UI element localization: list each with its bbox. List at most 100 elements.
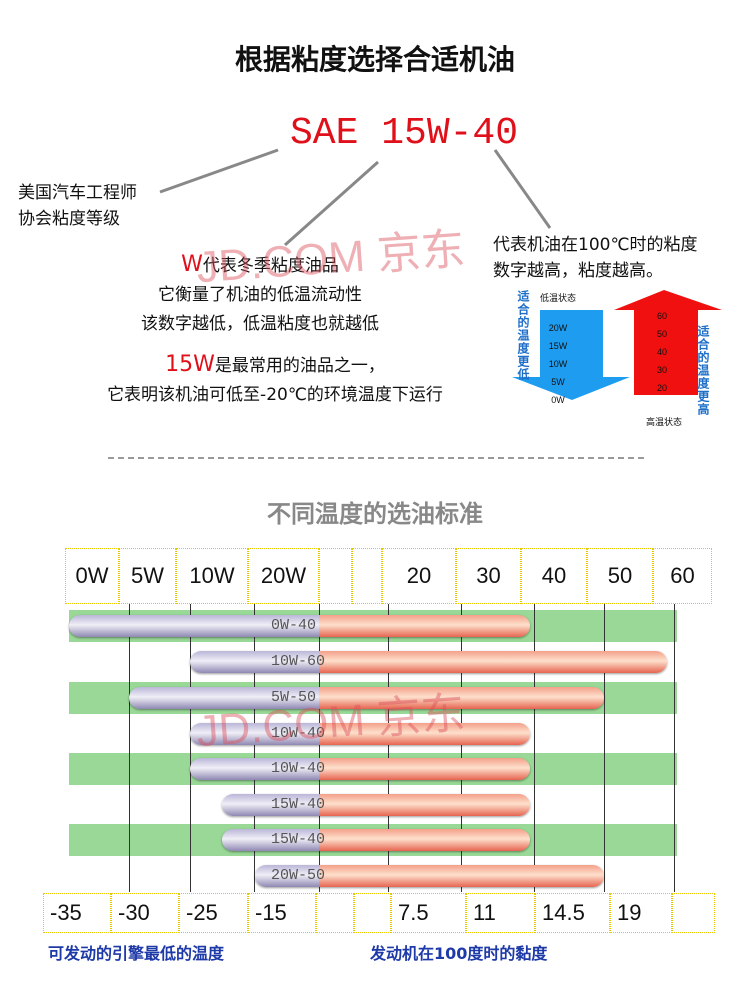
high-grade-value: 30 bbox=[656, 365, 667, 375]
higher-temp-side: 适合的温度更高 bbox=[696, 325, 710, 416]
temperature-cell: -35 bbox=[43, 893, 111, 933]
header-cell: 30 bbox=[456, 548, 521, 604]
grid-line bbox=[190, 604, 191, 892]
footer-right-label: 发动机在100度时的黏度 bbox=[370, 944, 548, 963]
header-cell: 20W bbox=[248, 548, 319, 604]
viscosity-note: 代表机油在100℃时的粘度 数字越高，粘度越高。 bbox=[493, 232, 698, 284]
grid-line bbox=[319, 604, 320, 892]
lower-temp-side: 适合的温度更低 bbox=[516, 290, 530, 381]
oil-grade-label: 10W-40 bbox=[271, 725, 326, 742]
grid-line bbox=[254, 604, 255, 892]
winter-segment bbox=[190, 651, 319, 673]
note-line: 代表机油在100℃时的粘度 bbox=[493, 235, 698, 255]
hot-segment bbox=[319, 723, 530, 745]
oil-grade-bar: 10W-40 bbox=[190, 758, 530, 780]
divider bbox=[108, 457, 644, 459]
header-cell bbox=[319, 548, 352, 604]
high-temp-label: 高温状态 bbox=[646, 418, 683, 428]
oil-grade-bar: 10W-40 bbox=[190, 723, 530, 745]
pointer-lines bbox=[159, 148, 552, 247]
oil-grade-bar: 0W-40 bbox=[69, 615, 530, 637]
temperature-cell: -15 bbox=[248, 893, 316, 933]
hot-segment bbox=[319, 865, 604, 887]
grid-line bbox=[129, 604, 130, 892]
15w-highlight: 15W bbox=[165, 352, 215, 377]
low-grade-value: 5W bbox=[551, 377, 565, 387]
temperature-cell: 14.5 bbox=[535, 893, 610, 933]
temperature-cell: 7.5 bbox=[391, 893, 466, 933]
winter-segment bbox=[69, 615, 319, 637]
temperature-cell: -30 bbox=[111, 893, 179, 933]
note-line: 美国汽车工程师 bbox=[18, 183, 137, 203]
grid-line bbox=[534, 604, 535, 892]
down-arrow-icon bbox=[512, 310, 630, 400]
note-line: 代表冬季粘度油品 bbox=[202, 256, 339, 276]
oil-grade-bar: 20W-50 bbox=[255, 865, 604, 887]
page-title: 根据粘度选择合适机油 bbox=[234, 43, 515, 76]
hot-segment bbox=[319, 687, 604, 709]
oil-grade-label: 5W-50 bbox=[271, 689, 317, 706]
header-cell: 40 bbox=[521, 548, 587, 604]
up-arrow-icon bbox=[614, 290, 722, 395]
temperature-cell: -25 bbox=[179, 893, 248, 933]
low-grade-value: 15W bbox=[548, 341, 568, 351]
winter-segment bbox=[190, 758, 319, 780]
oil-grade-label: 0W-40 bbox=[271, 617, 317, 634]
note-line: 协会粘度等级 bbox=[18, 209, 120, 229]
viscosity-arrows bbox=[512, 290, 722, 400]
high-grade-value: 50 bbox=[656, 329, 667, 339]
header-cell: 0W bbox=[65, 548, 119, 604]
oil-grade-label: 15W-40 bbox=[271, 831, 326, 848]
low-temp-label: 低温状态 bbox=[540, 294, 577, 304]
w-note: W代表冬季粘度油品 它衡量了机油的低温流动性 该数字越低，低温粘度也就越低 bbox=[60, 250, 460, 339]
oil-grade-label: 20W-50 bbox=[271, 867, 326, 884]
sae-note: 美国汽车工程师 协会粘度等级 bbox=[18, 180, 137, 232]
header-cell: 5W bbox=[119, 548, 176, 604]
sae-grade: SAE 15W-40 bbox=[290, 112, 519, 155]
header-cell: 60 bbox=[653, 548, 712, 604]
note-line: 它衡量了机油的低温流动性 bbox=[158, 285, 362, 305]
w-highlight: W bbox=[181, 252, 203, 277]
low-grade-value: 20W bbox=[548, 323, 568, 333]
grid-line bbox=[674, 604, 675, 892]
header-cell: 20 bbox=[382, 548, 456, 604]
hot-segment bbox=[319, 794, 530, 816]
oil-grade-label: 10W-40 bbox=[271, 760, 326, 777]
note-line: 该数字越低，低温粘度也就越低 bbox=[141, 314, 379, 334]
note-line: 数字越高，粘度越高。 bbox=[493, 261, 663, 281]
winter-segment bbox=[129, 687, 319, 709]
winter-segment bbox=[190, 723, 319, 745]
header-cell: 50 bbox=[587, 548, 653, 604]
15w-note: 15W是最常用的油品之一， 它表明该机油可低至-20℃的环境温度下运行 bbox=[40, 350, 510, 410]
winter-segment bbox=[255, 865, 319, 887]
hot-segment bbox=[319, 615, 530, 637]
oil-grade-bar: 5W-50 bbox=[129, 687, 604, 709]
oil-grade-label: 10W-60 bbox=[271, 653, 326, 670]
oil-grade-bar: 15W-40 bbox=[222, 794, 530, 816]
temperature-cell bbox=[672, 893, 715, 933]
oil-grade-label: 15W-40 bbox=[271, 796, 326, 813]
hot-segment bbox=[319, 651, 667, 673]
oil-grade-bar: 15W-40 bbox=[222, 829, 530, 851]
hot-segment bbox=[319, 758, 530, 780]
header-cell bbox=[352, 548, 382, 604]
winter-segment bbox=[222, 829, 319, 851]
low-grade-value: 0W bbox=[551, 395, 565, 405]
oil-grade-bar: 10W-60 bbox=[190, 651, 667, 673]
header-cell: 10W bbox=[176, 548, 248, 604]
grid-line bbox=[388, 604, 389, 892]
footer-left-label: 可发动的引擎最低的温度 bbox=[48, 944, 225, 963]
temperature-cell bbox=[316, 893, 354, 933]
temperature-cell: 19 bbox=[610, 893, 672, 933]
temperature-cell: 11 bbox=[466, 893, 535, 933]
grid-line bbox=[604, 604, 605, 892]
winter-segment bbox=[222, 794, 319, 816]
note-line: 它表明该机油可低至-20℃的环境温度下运行 bbox=[107, 385, 443, 405]
hot-segment bbox=[319, 829, 530, 851]
grid-line bbox=[461, 604, 462, 892]
section-subtitle: 不同温度的选油标准 bbox=[267, 500, 483, 528]
high-grade-value: 20 bbox=[656, 383, 667, 393]
high-grade-value: 60 bbox=[656, 311, 667, 321]
temperature-cell bbox=[354, 893, 391, 933]
high-grade-value: 40 bbox=[656, 347, 667, 357]
